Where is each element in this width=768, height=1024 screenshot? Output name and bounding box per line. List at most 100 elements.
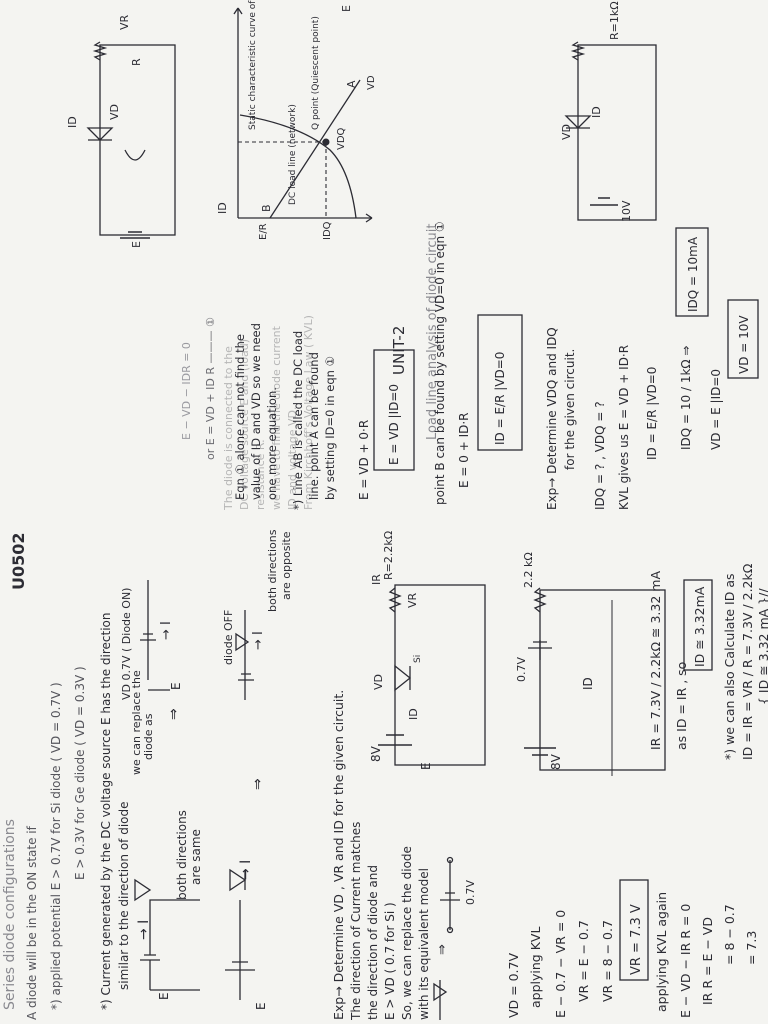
equivalent-model-strip: ⇒ 0.7V [433, 856, 477, 1020]
box-b-text: ID = E/R |VD=0 [493, 352, 507, 445]
kvl-equation-b: or E = VD + ID R ——— ① [204, 317, 217, 460]
example2-idq-calc: IDQ = 10 / 1kΩ ⇒ [679, 346, 693, 450]
intro-6: From Kirchhoff's Voltage Law ( KVL) [302, 315, 315, 510]
note-3: one more equation. [265, 387, 279, 500]
q-point-marker [322, 138, 330, 146]
kvl-step-7: = 7.3 [744, 931, 759, 965]
intro-1: The diode is connected to the [222, 346, 235, 511]
graph-e-over-r: E/R [258, 223, 269, 240]
example-heading: Exp→ Determine VD , VR and ID for the gi… [331, 690, 346, 1020]
explanation-5: with its equivalent model [417, 868, 431, 1020]
intro-5: ID and voltage VD. [286, 407, 299, 511]
example2-id-zero: ID = E/R |VD=0 [645, 367, 659, 460]
intro-4: we have to find the diode current [270, 325, 283, 510]
example2-circuit: 10V ID VD R=1kΩ [560, 1, 657, 222]
diode-on-label: VD 0.7V ( Diode ON) [120, 588, 133, 700]
graph-static-label: Static characteristic curve of diode ( d… [248, 0, 258, 130]
intro-3: resistance R. [254, 439, 267, 510]
kvl-step-4: E − VD − IR R = 0 [678, 904, 693, 1018]
idq-result-box [675, 227, 709, 317]
intro-2: DC voltage source E and (load) [238, 339, 251, 510]
c1-e-label: E [419, 762, 433, 770]
c1-si-label: Si [413, 655, 423, 663]
applying-kvl-again: applying KVL again [654, 892, 669, 1012]
left-page: U0502 Series diode configurations A diod… [2, 529, 768, 1021]
explanation-3: E > VD ( 0.7 for Si ) [383, 902, 397, 1020]
kvl-equation-a: E − VD − IDR = 0 [180, 342, 193, 440]
c1-id-label: ID [407, 708, 420, 720]
diode-off-label: diode OFF [222, 610, 235, 665]
explanation-2: the direction of diode and [366, 865, 380, 1020]
opposite-direction-note-2: are opposite [280, 531, 293, 600]
ex2-circuit-r: R=1kΩ [608, 1, 621, 40]
top-circuit-id: ID [66, 116, 79, 128]
current-arrow-1: → I [136, 920, 152, 940]
note-1: Eqn ① alone can not find the [233, 334, 247, 500]
id-result: ID ≅ 3.32mA [692, 586, 707, 667]
graph-vd: VD [366, 75, 377, 90]
graph-point-a: A [345, 80, 358, 88]
box-a-text: E = VD |ID=0 [387, 384, 401, 465]
bullet-current-cont: similar to the direction of diode [117, 802, 131, 991]
right-page: UNIT-2 Load line analysis of diode circu… [66, 0, 759, 511]
line-ab-2: line. point A can be found [307, 352, 321, 500]
applying-kvl: applying KVL [528, 927, 543, 1008]
c2-id-label: ID [581, 677, 595, 690]
c2-resistor-label: 2.2 kΩ [522, 552, 535, 588]
vd-equation: VD = 0.7V [506, 953, 521, 1018]
vr-result: VR = 7.3 V [629, 904, 644, 975]
off-current-arrow: → I [251, 631, 266, 650]
example2-vd-calc: VD = E |ID=0 [709, 369, 723, 450]
top-circuit-vd: VD [108, 104, 121, 120]
example-circuit-1: 8V E ID VD Si IR R=2.2kΩ VR [369, 531, 486, 770]
explanation-1: The direction of Current matches [349, 822, 363, 1021]
load-line-heading: Load line analysis of diode circuit [425, 224, 440, 440]
graph-idq: IDQ [322, 221, 333, 240]
graph-q-label: Q point (Quiescent point) [311, 16, 321, 130]
line-ab-3: by setting ID=0 in eqn ① [323, 356, 337, 500]
implies-arrow-2: ⇒ [250, 778, 266, 790]
kvl-step-3: VR = 8 − 0.7 [600, 920, 615, 1002]
also-calculate-note: *) we can also Calculate ID as [722, 574, 737, 761]
graph-dc-label: DC load line (network) [288, 104, 298, 205]
kvl-step-1: E − 0.7 − VR = 0 [553, 910, 568, 1018]
c1-resistor-label: R=2.2kΩ [382, 531, 395, 580]
current-arrow-2: → I [238, 860, 254, 880]
example2-heading: Exp→ Determine VDQ and IDQ [545, 327, 559, 510]
ex2-circuit-e: 10V [620, 200, 633, 222]
vd-result-box [727, 299, 759, 379]
graph-axis-id: ID [216, 202, 229, 214]
example2-kvl: KVL gives us E = VD + ID·R [617, 345, 631, 510]
model-voltage: 0.7V [464, 880, 477, 905]
also-calculate-result: { ID ≅ 3.32 mA }// [756, 588, 768, 705]
example-circuit-2: 8V 0.7V ID 2.2 kΩ [515, 552, 666, 771]
graph-point-b: B [260, 204, 273, 212]
example2-heading-2: for the given circuit. [563, 349, 577, 470]
ex2-circuit-id: ID [590, 106, 603, 118]
load-line-circuit: E ID VD R VR [66, 14, 176, 248]
top-circuit-vr: VR [118, 14, 131, 30]
model-implies: ⇒ [435, 944, 450, 955]
replace-note: we can replace the [130, 670, 143, 775]
bullet-ge: E > 0.3V for Ge diode ( VD = 0.3V ) [73, 666, 87, 880]
source-e-label-1: E [157, 992, 171, 1000]
kvl-step-2: VR = E − 0.7 [576, 920, 591, 1002]
course-code: U0502 [9, 532, 28, 590]
top-circuit-e: E [130, 241, 143, 248]
bullet-current: *) Current generated by the DC voltage s… [99, 613, 113, 1010]
c1-vd-label: VD [372, 674, 385, 690]
example2-idq-result: IDQ = 10mA [686, 236, 700, 312]
note-2: value of ID and VD so we need [249, 323, 263, 500]
model-current-arrow: → I [159, 621, 174, 640]
box-b [477, 314, 523, 451]
diode-on-model: → I E [140, 580, 183, 691]
ex2-circuit-vd: VD [560, 124, 573, 140]
source-diode-sketch-2: E → I [225, 860, 268, 1010]
c1-source-label: 8V [369, 745, 383, 762]
source-e-label-2: E [254, 1002, 268, 1010]
equation-c: E = VD + 0·R [357, 420, 371, 500]
kvl-step-5: IR R = E − VD [700, 917, 715, 1005]
same-direction-note-2: are same [189, 829, 203, 885]
